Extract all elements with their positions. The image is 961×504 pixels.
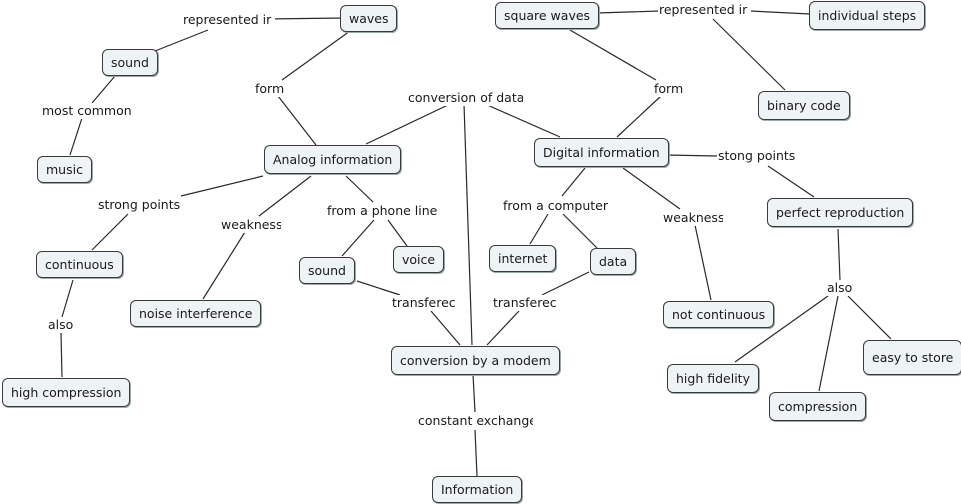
concept-node-perfect-reproduction[interactable]: perfect reproduction [767, 198, 914, 227]
link-label-form: form [653, 81, 685, 97]
link-line [541, 271, 590, 296]
link-line [529, 213, 549, 245]
link-line [484, 103, 561, 138]
link-line [749, 10, 811, 15]
concept-node-voice[interactable]: voice [393, 246, 445, 273]
link-line [180, 175, 264, 197]
link-label-most-common: most common [41, 103, 133, 119]
link-line [60, 332, 63, 378]
concept-node-digital-information[interactable]: Digital information [534, 138, 669, 167]
concept-node-individual-steps[interactable]: individual steps [809, 1, 926, 30]
concept-node-high-compression[interactable]: high compression [2, 378, 131, 407]
concept-node-high-fidelity[interactable]: high fidelity [667, 364, 759, 393]
link-line [664, 154, 718, 157]
link-label-represented-in: represented ir [658, 2, 751, 18]
link-line [474, 429, 478, 477]
link-label-form: form [254, 81, 286, 97]
link-line [818, 295, 839, 392]
link-label-also: also [826, 280, 854, 296]
link-line [202, 231, 246, 300]
link-line [767, 165, 815, 198]
concept-node-sound[interactable]: sound [102, 49, 158, 76]
link-line [694, 224, 712, 301]
link-label-transfered: transferec [492, 295, 559, 311]
link-label-constant-exchange: constant exchange [417, 413, 533, 429]
link-line [277, 95, 317, 146]
link-line [472, 373, 476, 413]
link-line [91, 213, 129, 251]
link-line [837, 228, 841, 281]
concept-node-analog-information[interactable]: Analog information [264, 145, 402, 174]
link-line [61, 279, 74, 318]
link-line [596, 10, 661, 14]
link-line [356, 280, 401, 296]
link-line [91, 75, 116, 104]
link-label-also: also [47, 317, 75, 333]
link-line [616, 95, 662, 138]
link-label-weakness: weakness [220, 217, 281, 233]
link-line [486, 310, 520, 346]
concept-node-conversion-by-a-modem[interactable]: conversion by a modem [391, 346, 560, 375]
link-line [562, 213, 598, 249]
concept-node-internet[interactable]: internet [489, 245, 557, 272]
link-line [281, 30, 351, 81]
concept-node-easy-to-store[interactable]: easy to store [863, 340, 961, 375]
concept-node-waves[interactable]: waves [340, 5, 398, 32]
link-line [712, 18, 786, 91]
link-line [561, 167, 586, 197]
concept-node-binary-code[interactable]: binary code [758, 91, 850, 120]
link-line [387, 219, 408, 247]
link-line [154, 29, 209, 52]
link-line [341, 219, 375, 257]
link-line [622, 167, 681, 210]
concept-node-not-continuous[interactable]: not continuous [663, 301, 775, 328]
concept-node-sound[interactable]: sound [299, 257, 355, 284]
link-line [569, 29, 657, 81]
concept-node-square-waves[interactable]: square waves [495, 2, 600, 29]
concept-node-information[interactable]: Information [432, 476, 523, 503]
link-label-conversion-of-data: conversion of data [407, 90, 523, 106]
link-label-stong-points: stong points [717, 148, 795, 164]
link-label-strong-points: strong points [97, 197, 181, 213]
link-label-weakness: weakness [662, 210, 723, 226]
link-label-transfered: transferec [391, 295, 458, 311]
link-line [430, 310, 461, 346]
link-line [365, 103, 451, 145]
link-line [847, 295, 892, 340]
link-label-represented-in: represented ir [182, 12, 275, 28]
concept-node-continuous[interactable]: continuous [36, 251, 123, 278]
link-label-from-a-computer: from a computer [502, 198, 609, 214]
link-line [258, 175, 312, 217]
concept-node-compression[interactable]: compression [769, 392, 867, 421]
link-line [69, 117, 83, 156]
link-line [345, 175, 374, 203]
link-line [734, 295, 829, 363]
concept-node-noise-interference[interactable]: noise interference [130, 300, 262, 327]
concept-node-data[interactable]: data [590, 248, 637, 275]
concept-node-music[interactable]: music [37, 156, 92, 183]
link-line [463, 103, 473, 346]
link-label-from-a-phone-line: from a phone line [326, 203, 437, 219]
